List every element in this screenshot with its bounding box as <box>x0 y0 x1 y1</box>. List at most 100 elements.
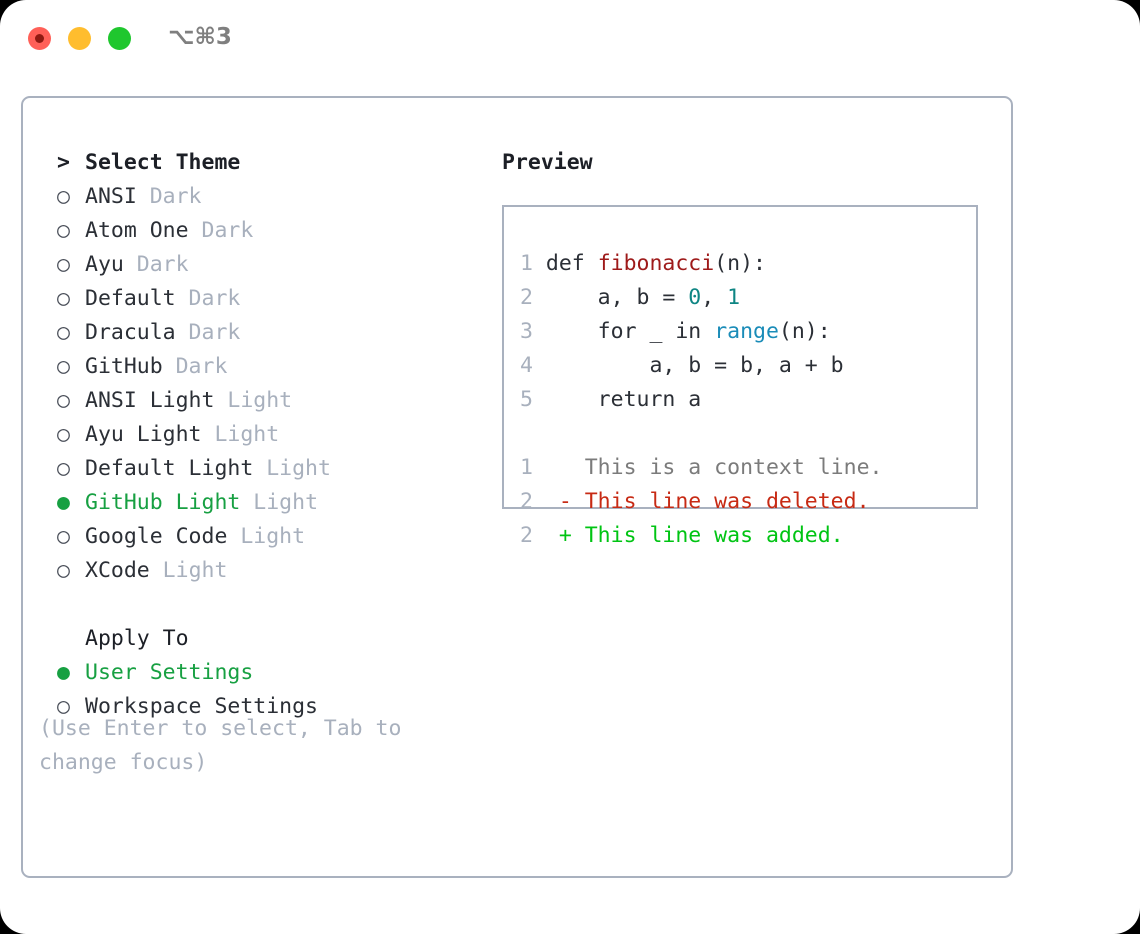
line-number: 4 <box>520 353 533 378</box>
theme-item-github-light[interactable]: ● GitHub Light Light <box>39 486 479 520</box>
code-token: for _ in <box>545 319 715 344</box>
theme-item-github[interactable]: ○GitHub Dark <box>39 350 479 384</box>
diff-marker: + <box>532 523 572 548</box>
radio-empty-icon[interactable]: ○ <box>57 558 70 583</box>
line-number: 2 <box>520 523 533 548</box>
theme-item-name: Ayu Light <box>85 422 202 447</box>
line-number: 2 <box>520 285 533 310</box>
code-gap <box>520 417 882 451</box>
apply-to-option-workspace-settings[interactable]: ○ Workspace Settings <box>39 690 479 724</box>
theme-item-name: Google Code <box>85 524 228 549</box>
theme-item-ayu-light[interactable]: ○ Ayu Light Light <box>39 418 479 452</box>
theme-item-name: GitHub Light <box>85 490 241 515</box>
close-button-icon[interactable] <box>28 27 51 50</box>
radio-empty-icon[interactable]: ○ <box>57 694 70 719</box>
theme-item-name: Ayu <box>85 252 124 277</box>
main-panel: >Select Theme○ANSI Dark○Atom One Dark○Ay… <box>21 96 1013 878</box>
maximize-button-icon[interactable] <box>108 27 131 50</box>
line-number: 1 <box>520 251 533 276</box>
radio-filled-icon[interactable]: ● <box>57 490 70 515</box>
theme-item-name: XCode <box>85 558 150 583</box>
diff-text: This line was deleted. <box>571 489 870 514</box>
code-line: 3 for _ in range(n): <box>520 315 882 349</box>
theme-item-category: Dark <box>123 252 189 277</box>
section-spacer <box>39 588 479 622</box>
diff-line: 2 + This line was added. <box>520 519 882 553</box>
line-number: 5 <box>520 387 533 412</box>
code-token: return a <box>545 387 702 412</box>
radio-empty-icon[interactable]: ○ <box>57 456 70 481</box>
code-token: (n): <box>778 319 831 344</box>
theme-list-header: > Select Theme <box>39 146 479 180</box>
theme-item-name: Default Light <box>85 456 254 481</box>
theme-item-google-code[interactable]: ○ Google Code Light <box>39 520 479 554</box>
theme-item-category: Dark <box>188 218 254 243</box>
code-token: (n): <box>714 251 766 276</box>
theme-item-category: Light <box>214 388 293 413</box>
code-token: def <box>545 251 598 276</box>
diff-line: 2 - This line was deleted. <box>520 485 882 519</box>
minimize-button-icon[interactable] <box>68 27 91 50</box>
code-line: 1 def fibonacci(n): <box>520 247 882 281</box>
theme-item-xcode[interactable]: ○ XCode Light <box>39 554 479 588</box>
radio-empty-icon[interactable]: ○ <box>57 184 70 209</box>
line-number: 3 <box>520 319 533 344</box>
theme-item-name: ANSI Light <box>85 388 215 413</box>
code-token: 1 <box>727 285 741 310</box>
theme-item-category: Light <box>240 490 319 515</box>
radio-empty-icon[interactable]: ○ <box>57 422 70 447</box>
code-token: fibonacci <box>597 251 715 276</box>
theme-item-category: Light <box>149 558 228 583</box>
diff-text: This is a context line. <box>571 455 883 480</box>
theme-item-category: Light <box>227 524 306 549</box>
preview-title: Preview <box>502 150 593 175</box>
preview-column: Preview 1 def fibonacci(n):2 a, b = 0, 1… <box>502 146 992 548</box>
apply-to-option-label: User Settings <box>85 660 254 685</box>
code-line: 2 a, b = 0, 1 <box>520 281 882 315</box>
radio-empty-icon[interactable]: ○ <box>57 286 70 311</box>
theme-list-header-label: Select Theme <box>85 150 241 175</box>
theme-selector-column: >Select Theme○ANSI Dark○Atom One Dark○Ay… <box>39 146 479 724</box>
theme-item-dracula[interactable]: ○ Dracula Dark <box>39 316 479 350</box>
line-number: 2 <box>520 489 533 514</box>
diff-line: 1 This is a context line. <box>520 451 882 485</box>
theme-item-ansi-light[interactable]: ○ ANSI Light Light <box>39 384 479 418</box>
radio-empty-icon[interactable]: ○ <box>57 388 70 413</box>
apply-to-title: Apply To <box>85 626 189 651</box>
code-token: , <box>701 285 728 310</box>
theme-item-category: Dark <box>175 320 241 345</box>
apply-to-section[interactable]: Apply To ● User Settings ○ Workspace Setting… <box>39 588 479 724</box>
radio-empty-icon[interactable]: ○ <box>57 218 70 243</box>
code-token: a, b = <box>545 285 689 310</box>
theme-item-atom-one[interactable]: ○Atom One Dark <box>39 214 479 248</box>
theme-list[interactable]: >Select Theme○ANSI Dark○Atom One Dark○Ay… <box>39 146 479 588</box>
radio-empty-icon[interactable]: ○ <box>57 252 70 277</box>
title-bar: ⌥⌘3 <box>0 0 1140 78</box>
theme-item-default-light[interactable]: ○Default Light Light <box>39 452 479 486</box>
radio-filled-icon[interactable]: ● <box>57 660 70 685</box>
keyboard-hint-text: (Use Enter to select, Tab to change focu… <box>39 716 402 775</box>
apply-to-option-user-settings[interactable]: ● User Settings <box>39 656 479 690</box>
theme-item-category: Dark <box>175 286 241 311</box>
diff-marker: - <box>532 489 572 514</box>
theme-item-name: ANSI <box>85 184 137 209</box>
radio-empty-icon[interactable]: ○ <box>57 320 70 345</box>
theme-item-name: Default <box>85 286 176 311</box>
theme-item-ansi[interactable]: ○ANSI Dark <box>39 180 479 214</box>
apply-to-option-label: Workspace Settings <box>85 694 318 719</box>
radio-empty-icon[interactable]: ○ <box>57 354 70 379</box>
theme-item-category: Dark <box>162 354 228 379</box>
keyboard-shortcut-label: ⌥⌘3 <box>168 24 232 50</box>
theme-item-name: Dracula <box>85 320 176 345</box>
radio-empty-icon[interactable]: ○ <box>57 524 70 549</box>
code-token: 0 <box>688 285 702 310</box>
code-line: 5 return a <box>520 383 882 417</box>
theme-item-default[interactable]: ○ Default Dark <box>39 282 479 316</box>
theme-item-category: Light <box>201 422 280 447</box>
prompt-caret-icon: > <box>57 150 70 175</box>
theme-item-ayu[interactable]: ○ Ayu Dark <box>39 248 479 282</box>
line-number: 1 <box>520 455 533 480</box>
